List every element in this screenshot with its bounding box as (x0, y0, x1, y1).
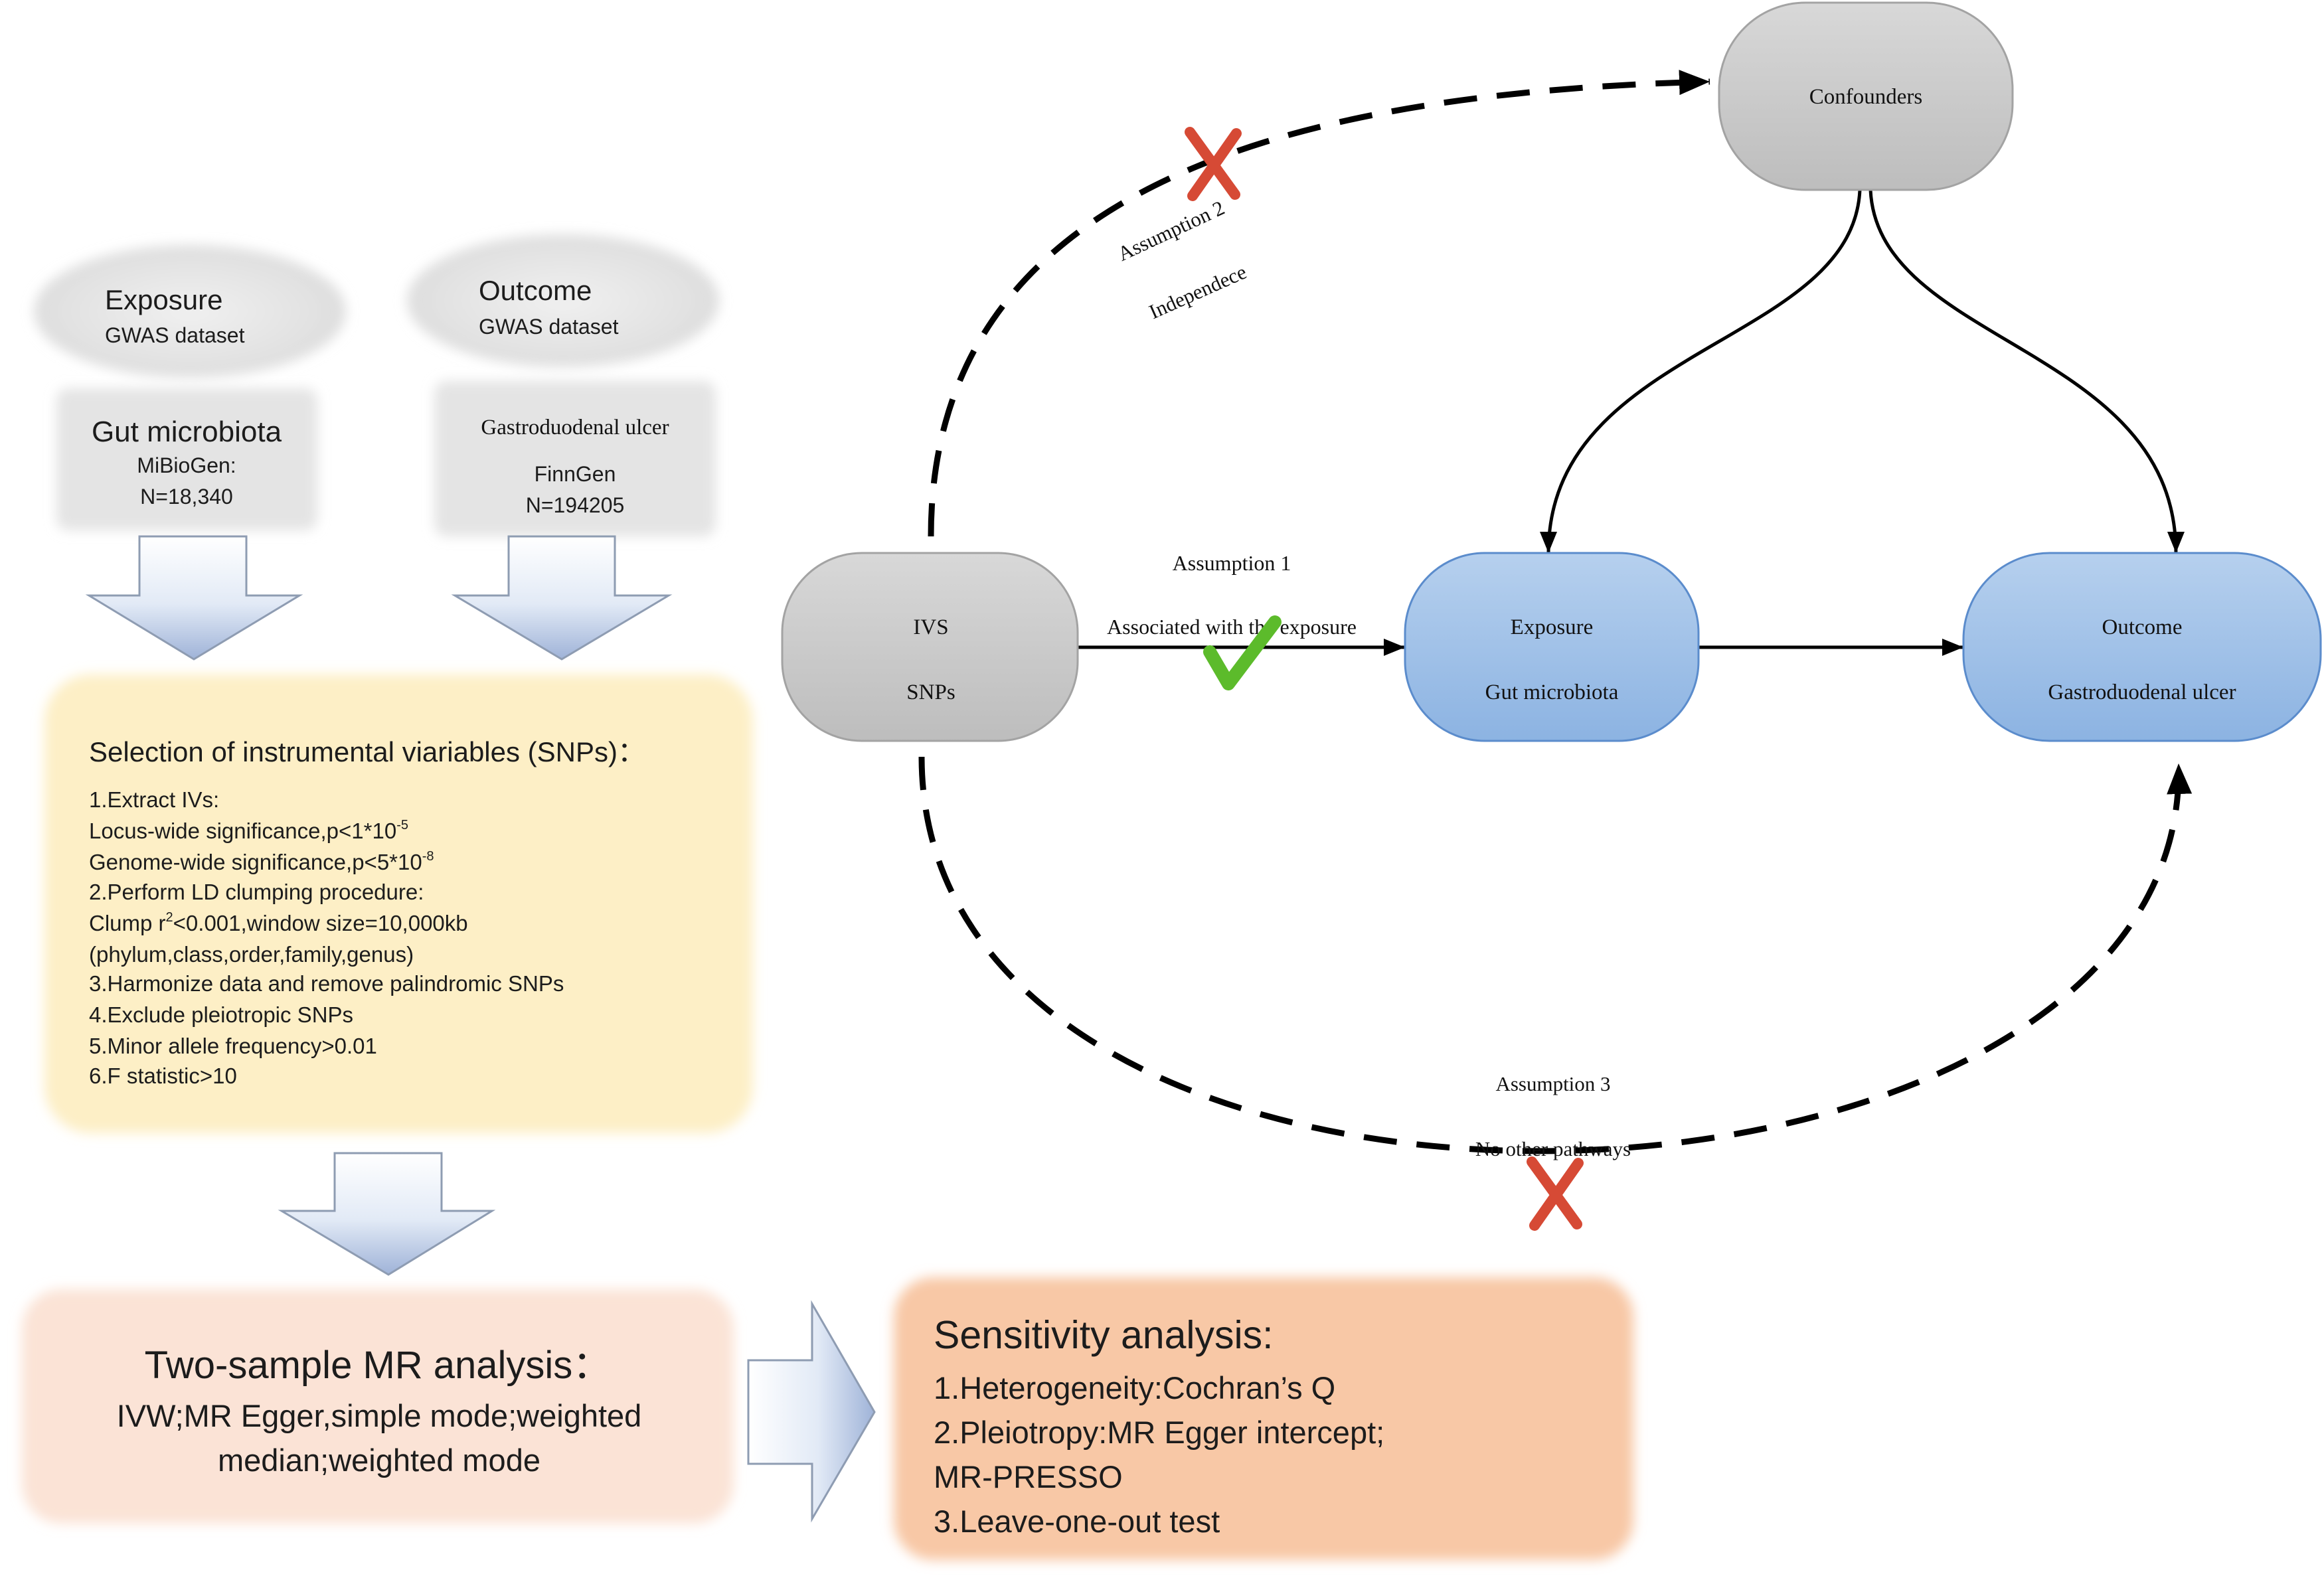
confounders-to-exposure-arrow (1540, 189, 1862, 554)
cross-icon-stroke (1187, 128, 1242, 201)
assumption-1: Assumption 1 Associated with the exposur… (1107, 551, 1357, 690)
iv-selection-line: Genome-wide significance,p<5*10-8 (89, 849, 434, 874)
iv-selection-line-text: Locus-wide significance,p<1*10 (89, 819, 396, 843)
sensitivity-analysis-box: Sensitivity analysis: 1.Heterogeneity:Co… (894, 1277, 1633, 1560)
mr-analysis-title: Two-sample MR analysis： (145, 1344, 612, 1387)
outcome-source-box: Gastroduodenal ulcer FinnGen N=194205 (434, 381, 716, 536)
sensitivity-analysis-line: MR-PRESSO (934, 1459, 1123, 1494)
outcome-source-consortium: FinnGen (535, 462, 616, 486)
exposure-ellipse-subtitle: GWAS dataset (105, 323, 245, 347)
sensitivity-analysis-line: 1.Heterogeneity:Cochran’s Q (934, 1370, 1335, 1405)
iv-selection-box: Selection of instrumental viariables (SN… (44, 674, 753, 1133)
methods-flowchart: Exposure GWAS dataset Outcome GWAS datas… (22, 234, 1633, 1560)
iv-selection-line: 6.F statistic>10 (89, 1064, 237, 1088)
down-arrow-icon (278, 1152, 496, 1276)
ivs-node-sublabel: SNPs (906, 680, 955, 704)
iv-selection-line: 1.Extract IVs: (89, 787, 219, 812)
confounders-to-outcome-arrow (1868, 189, 2185, 554)
outcome-source-shape (434, 381, 716, 536)
exposure-node-shape (1404, 552, 1700, 742)
iv-selection-line: 4.Exclude pleiotropic SNPs (89, 1002, 353, 1027)
exposure-source-title: Gut microbiota (92, 416, 282, 448)
check-icon (1203, 615, 1282, 690)
exposure-source-box: Gut microbiota MiBioGen: N=18,340 (56, 388, 317, 530)
outcome-node: Outcome Gastroduodenal ulcer (1962, 552, 2322, 742)
outcome-node-label: Outcome (2102, 615, 2183, 639)
iv-selection-line: Clump r2<0.001,window size=10,000kb (89, 910, 468, 935)
iv-selection-title: Selection of instrumental viariables (SN… (89, 736, 645, 767)
iv-selection-line-text: <0.001,window size=10,000kb (173, 911, 468, 935)
assumption-3-label: No other pathways (1475, 1137, 1631, 1160)
iv-selection-line-text: Genome-wide significance,p<5*10 (89, 850, 422, 874)
iv-selection-shape (44, 674, 753, 1133)
outcome-node-sublabel: Gastroduodenal ulcer (2048, 680, 2236, 704)
sensitivity-analysis-title: Sensitivity analysis: (934, 1313, 1274, 1357)
assumption-1-title: Assumption 1 (1173, 551, 1291, 575)
outcome-node-shape (1962, 552, 2322, 742)
iv-selection-superscript: -5 (396, 818, 408, 832)
ivs-node: IVS SNPs (781, 552, 1079, 742)
mr-assumptions-dag: Confounders IVS SNPs Exposure Gut microb… (781, 1, 2322, 1231)
assumption-3-title: Assumption 3 (1495, 1072, 1610, 1095)
exposure-node-sublabel: Gut microbiota (1485, 680, 1619, 704)
outcome-source-sample-size: N=194205 (526, 493, 625, 517)
ivs-node-label: IVS (913, 615, 948, 639)
outcome-source-title: Gastroduodenal ulcer (481, 416, 669, 439)
mr-analysis-line: median;weighted mode (218, 1443, 540, 1478)
sensitivity-analysis-line: 2.Pleiotropy:MR Egger intercept; (934, 1415, 1384, 1450)
sensitivity-analysis-shape (894, 1277, 1633, 1560)
cross-icon (1185, 127, 1242, 201)
assumption-3: Assumption 3 No other pathways (1475, 1072, 1631, 1231)
mr-analysis-box: Two-sample MR analysis： IVW;MR Egger,sim… (22, 1289, 734, 1524)
exposure-ellipse-shape (34, 245, 346, 378)
ivs-node-shape (781, 552, 1079, 742)
assumption-2-title: Assumption 2 (1114, 196, 1228, 266)
iv-selection-line: 5.Minor allele frequency>0.01 (89, 1034, 377, 1058)
assumption-2-label: Independece (1145, 260, 1250, 324)
down-arrow-icon (85, 535, 303, 661)
iv-selection-line-text: Clump r (89, 911, 166, 935)
outcome-gwas-ellipse: Outcome GWAS dataset (407, 234, 719, 367)
exposure-gwas-ellipse: Exposure GWAS dataset (34, 245, 346, 378)
confounders-node-shape (1718, 1, 2014, 191)
independence-dashed-arrow (928, 70, 1710, 537)
cross-icon-stroke (1529, 1158, 1584, 1231)
assumption-2: Assumption 2 Independece (1114, 127, 1250, 324)
right-arrow-icon (747, 1300, 876, 1523)
confounders-node: Confounders (1718, 1, 2014, 191)
outcome-ellipse-subtitle: GWAS dataset (479, 315, 619, 339)
cross-icon (1527, 1156, 1584, 1231)
sensitivity-analysis-line: 3.Leave-one-out test (934, 1504, 1220, 1539)
confounders-node-label: Confounders (1809, 85, 1922, 109)
exposure-node: Exposure Gut microbiota (1404, 552, 1700, 742)
iv-selection-line: (phylum,class,order,family,genus) (89, 942, 414, 967)
exposure-source-consortium: MiBioGen: (137, 453, 236, 477)
iv-selection-line: Locus-wide significance,p<1*10-5 (89, 818, 408, 843)
iv-selection-superscript: 2 (166, 910, 173, 925)
outcome-ellipse-shape (407, 234, 719, 367)
exposure-node-label: Exposure (1511, 615, 1594, 639)
mr-analysis-line: IVW;MR Egger,simple mode;weighted (117, 1398, 642, 1433)
assumption-1-label: Associated with the exposure (1107, 615, 1357, 639)
exposure-source-sample-size: N=18,340 (140, 485, 233, 509)
no-other-pathways-dashed-arrow (918, 756, 2193, 1154)
iv-selection-superscript: -8 (422, 849, 434, 864)
exposure-ellipse-title: Exposure (105, 284, 222, 315)
mr-analysis-shape (22, 1289, 734, 1524)
outcome-ellipse-title: Outcome (479, 275, 592, 306)
iv-selection-line: 2.Perform LD clumping procedure: (89, 880, 424, 904)
iv-selection-line: 3.Harmonize data and remove palindromic … (89, 971, 564, 996)
exposure-source-shape (56, 388, 317, 530)
down-arrow-icon (451, 535, 673, 661)
